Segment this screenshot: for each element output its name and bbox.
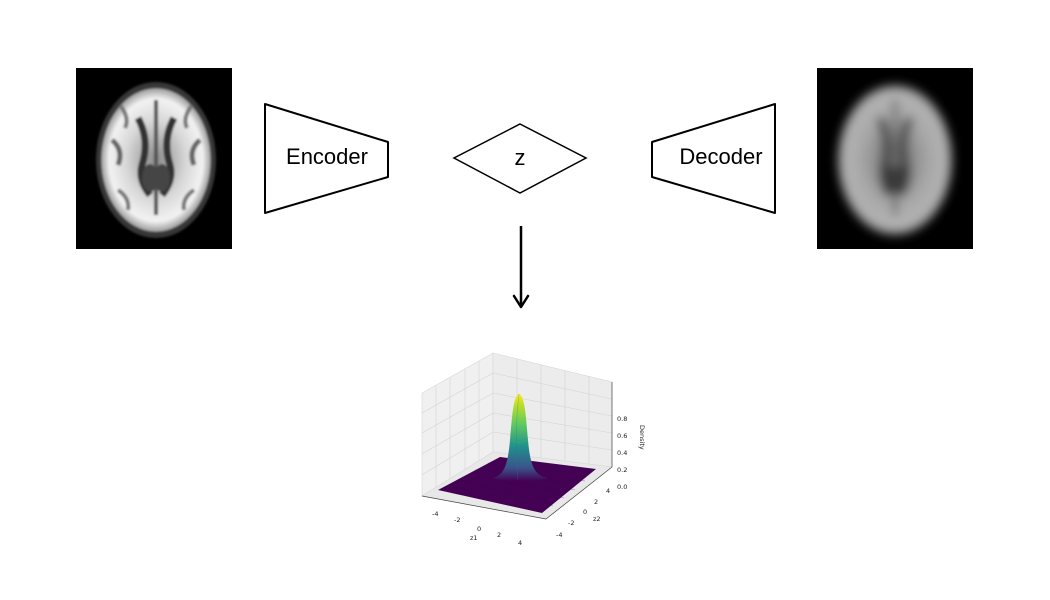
x-axis: -4 -2 0 2 4 z1 [432, 510, 522, 547]
y-tick: 0 [583, 508, 587, 516]
x-tick: -2 [454, 516, 460, 524]
latent-shape [452, 123, 588, 194]
z-tick: 0.0 [617, 483, 627, 491]
sampling-arrow [512, 226, 530, 309]
encoder-shape [264, 103, 389, 214]
x-tick: 2 [497, 531, 501, 539]
encoder-label: Encoder [286, 144, 368, 169]
z-axis-label: Density [638, 425, 646, 450]
x-tick: 0 [477, 525, 481, 533]
decoder-block: Decoder [651, 103, 776, 214]
y-axis-label: z2 [593, 515, 601, 523]
x-tick: -4 [432, 510, 438, 518]
y-tick: 2 [594, 498, 598, 506]
surface-base [438, 457, 596, 513]
density-surface-plot: 0.8 0.6 0.4 0.2 0.0 Density -4 -2 0 2 4 … [421, 352, 646, 547]
x-axis-label: z1 [470, 534, 478, 542]
latent-block: z [452, 123, 588, 194]
y-axis: 4 2 0 -2 -4 z2 [556, 487, 610, 539]
input-brain-image [76, 68, 232, 249]
z-tick: 0.6 [617, 432, 627, 440]
plot-gridlines [421, 359, 613, 487]
decoder-shape [651, 103, 776, 214]
z-tick: 0.2 [617, 466, 627, 474]
latent-label: z [515, 145, 526, 170]
surface-peak [492, 394, 548, 481]
decoder-label: Decoder [679, 144, 762, 169]
y-tick: -2 [568, 519, 574, 527]
z-axis: 0.8 0.6 0.4 0.2 0.0 Density [617, 415, 646, 491]
reconstructed-brain-image [817, 68, 973, 249]
z-tick: 0.8 [617, 415, 627, 423]
x-tick: 4 [518, 539, 522, 547]
y-tick: -4 [556, 531, 562, 539]
y-tick: 4 [606, 487, 610, 495]
encoder-block: Encoder [264, 103, 389, 214]
z-tick: 0.4 [617, 449, 627, 457]
